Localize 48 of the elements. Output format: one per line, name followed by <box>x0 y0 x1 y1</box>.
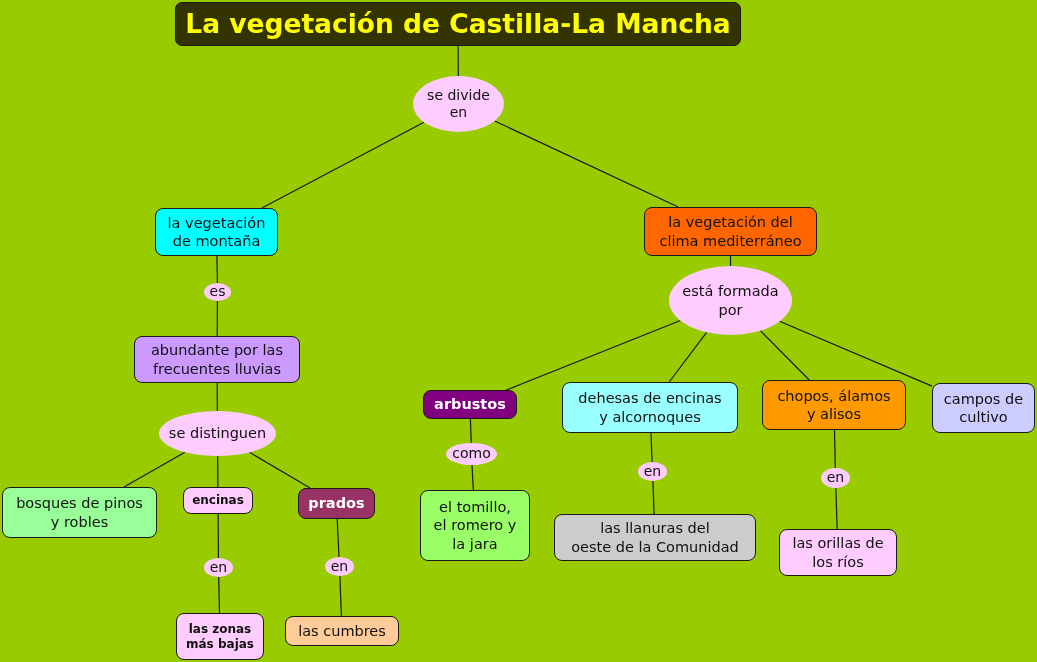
linking-phrase-ellipse: en <box>821 468 850 488</box>
connector-line <box>339 575 342 617</box>
connector-line <box>471 464 474 491</box>
title-box: La vegetación de Castilla-La Mancha <box>175 2 741 46</box>
connector-line <box>261 121 425 209</box>
connector-line <box>216 300 218 337</box>
concept-box: la vegetación del clima mediterráneo <box>644 207 817 256</box>
connector-line <box>216 382 218 412</box>
concept-box: las llanuras del oeste de la Comunidad <box>554 514 756 561</box>
connector-line <box>668 331 708 383</box>
linking-phrase-ellipse: como <box>446 443 497 465</box>
concept-box: arbustos <box>423 390 517 419</box>
linking-phrase-ellipse: se distinguen <box>159 411 276 456</box>
concept-box: las zonas más bajas <box>176 613 264 660</box>
connector-line <box>216 255 218 284</box>
concept-box: campos de cultivo <box>932 383 1035 433</box>
linking-phrase-ellipse: es <box>204 283 231 301</box>
connector-line <box>778 320 933 387</box>
linking-phrase-ellipse: en <box>204 558 233 577</box>
connector-line <box>248 451 311 489</box>
concept-box: el tomillo, el romero y la jara <box>420 490 530 561</box>
connector-line <box>123 451 186 488</box>
concept-box: abundante por las frecuentes lluvias <box>134 336 300 383</box>
concept-box: dehesas de encinas y alcornoques <box>562 382 738 433</box>
connector-line <box>835 487 838 530</box>
connector-line <box>336 518 340 558</box>
concept-box: las orillas de los ríos <box>779 529 897 576</box>
concept-box: encinas <box>183 487 253 514</box>
connector-line <box>217 455 219 488</box>
concept-box: la vegetación de montaña <box>155 208 278 256</box>
connector-line <box>652 480 655 515</box>
connector-line <box>218 576 221 614</box>
connector-line <box>833 429 836 469</box>
concept-box: las cumbres <box>285 616 399 646</box>
linking-phrase-ellipse: está formada por <box>669 266 792 335</box>
connector-line <box>457 45 459 77</box>
connector-line <box>759 330 810 381</box>
connector-line <box>469 418 472 444</box>
concept-box: chopos, álamos y alisos <box>762 380 906 430</box>
concept-box: prados <box>298 488 375 519</box>
connector-line <box>217 513 219 559</box>
linking-phrase-ellipse: se divide en <box>413 76 504 132</box>
connector-line <box>650 432 653 463</box>
linking-phrase-ellipse: en <box>638 462 667 481</box>
connector-line <box>505 319 681 391</box>
linking-phrase-ellipse: en <box>325 557 354 576</box>
connector-line <box>494 120 679 208</box>
concept-box: bosques de pinos y robles <box>2 487 157 538</box>
